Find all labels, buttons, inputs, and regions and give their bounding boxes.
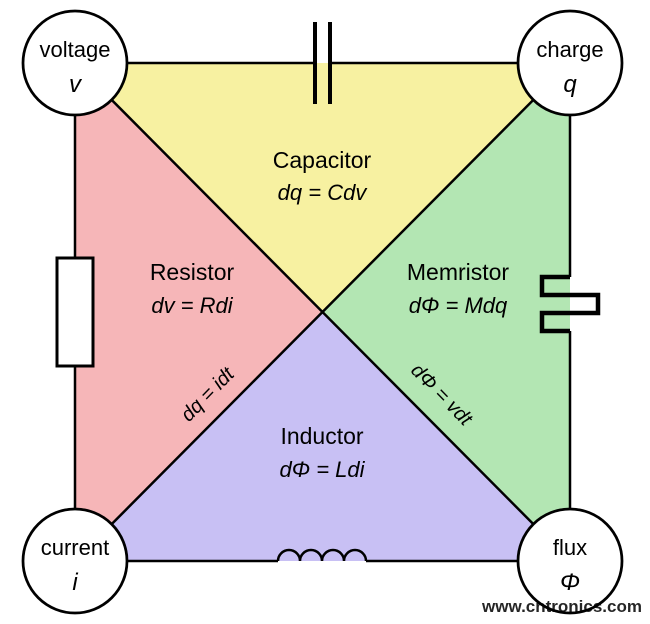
current-node: current i <box>21 507 129 615</box>
inductor-label: Inductor <box>280 423 363 449</box>
inductor-symbol-icon <box>276 548 368 562</box>
voltage-node-circle <box>21 9 129 117</box>
voltage-node-symbol: v <box>69 71 83 98</box>
charge-node-symbol: q <box>563 71 577 98</box>
memristor-symbol-icon <box>539 274 601 334</box>
resistor-region <box>75 63 323 561</box>
flux-node-label: flux <box>553 535 587 560</box>
resistor-symbol-icon <box>55 256 95 368</box>
flux-node-circle <box>516 507 624 615</box>
memristor-equation: dΦ = Mdq <box>409 293 508 318</box>
inductor-equation: dΦ = Ldi <box>279 457 365 482</box>
charge-current-diagonal <box>74 62 571 562</box>
voltage-node-label: voltage <box>40 37 111 62</box>
memristor-label: Memristor <box>407 259 510 285</box>
capacitor-label: Capacitor <box>273 147 372 173</box>
flux-node: flux Φ <box>516 507 624 615</box>
memristor-region <box>322 63 570 561</box>
resistor-label: Resistor <box>150 259 235 285</box>
charge-node: charge q <box>516 9 624 117</box>
current-node-label: current <box>41 535 109 560</box>
current-node-symbol: i <box>72 569 78 596</box>
resistor-equation: dv = Rdi <box>151 293 233 318</box>
current-node-circle <box>21 507 129 615</box>
inductor-region <box>75 312 570 561</box>
voltage-node: voltage v <box>21 9 129 117</box>
capacitor-region <box>75 63 570 312</box>
capacitor-equation: dq = Cdv <box>278 180 369 205</box>
watermark-text: www.cntronics.com <box>481 597 642 616</box>
charge-node-label: charge <box>536 37 603 62</box>
capacitor-symbol-icon <box>313 22 332 104</box>
charge-node-circle <box>516 9 624 117</box>
flux-node-symbol: Φ <box>560 569 580 596</box>
